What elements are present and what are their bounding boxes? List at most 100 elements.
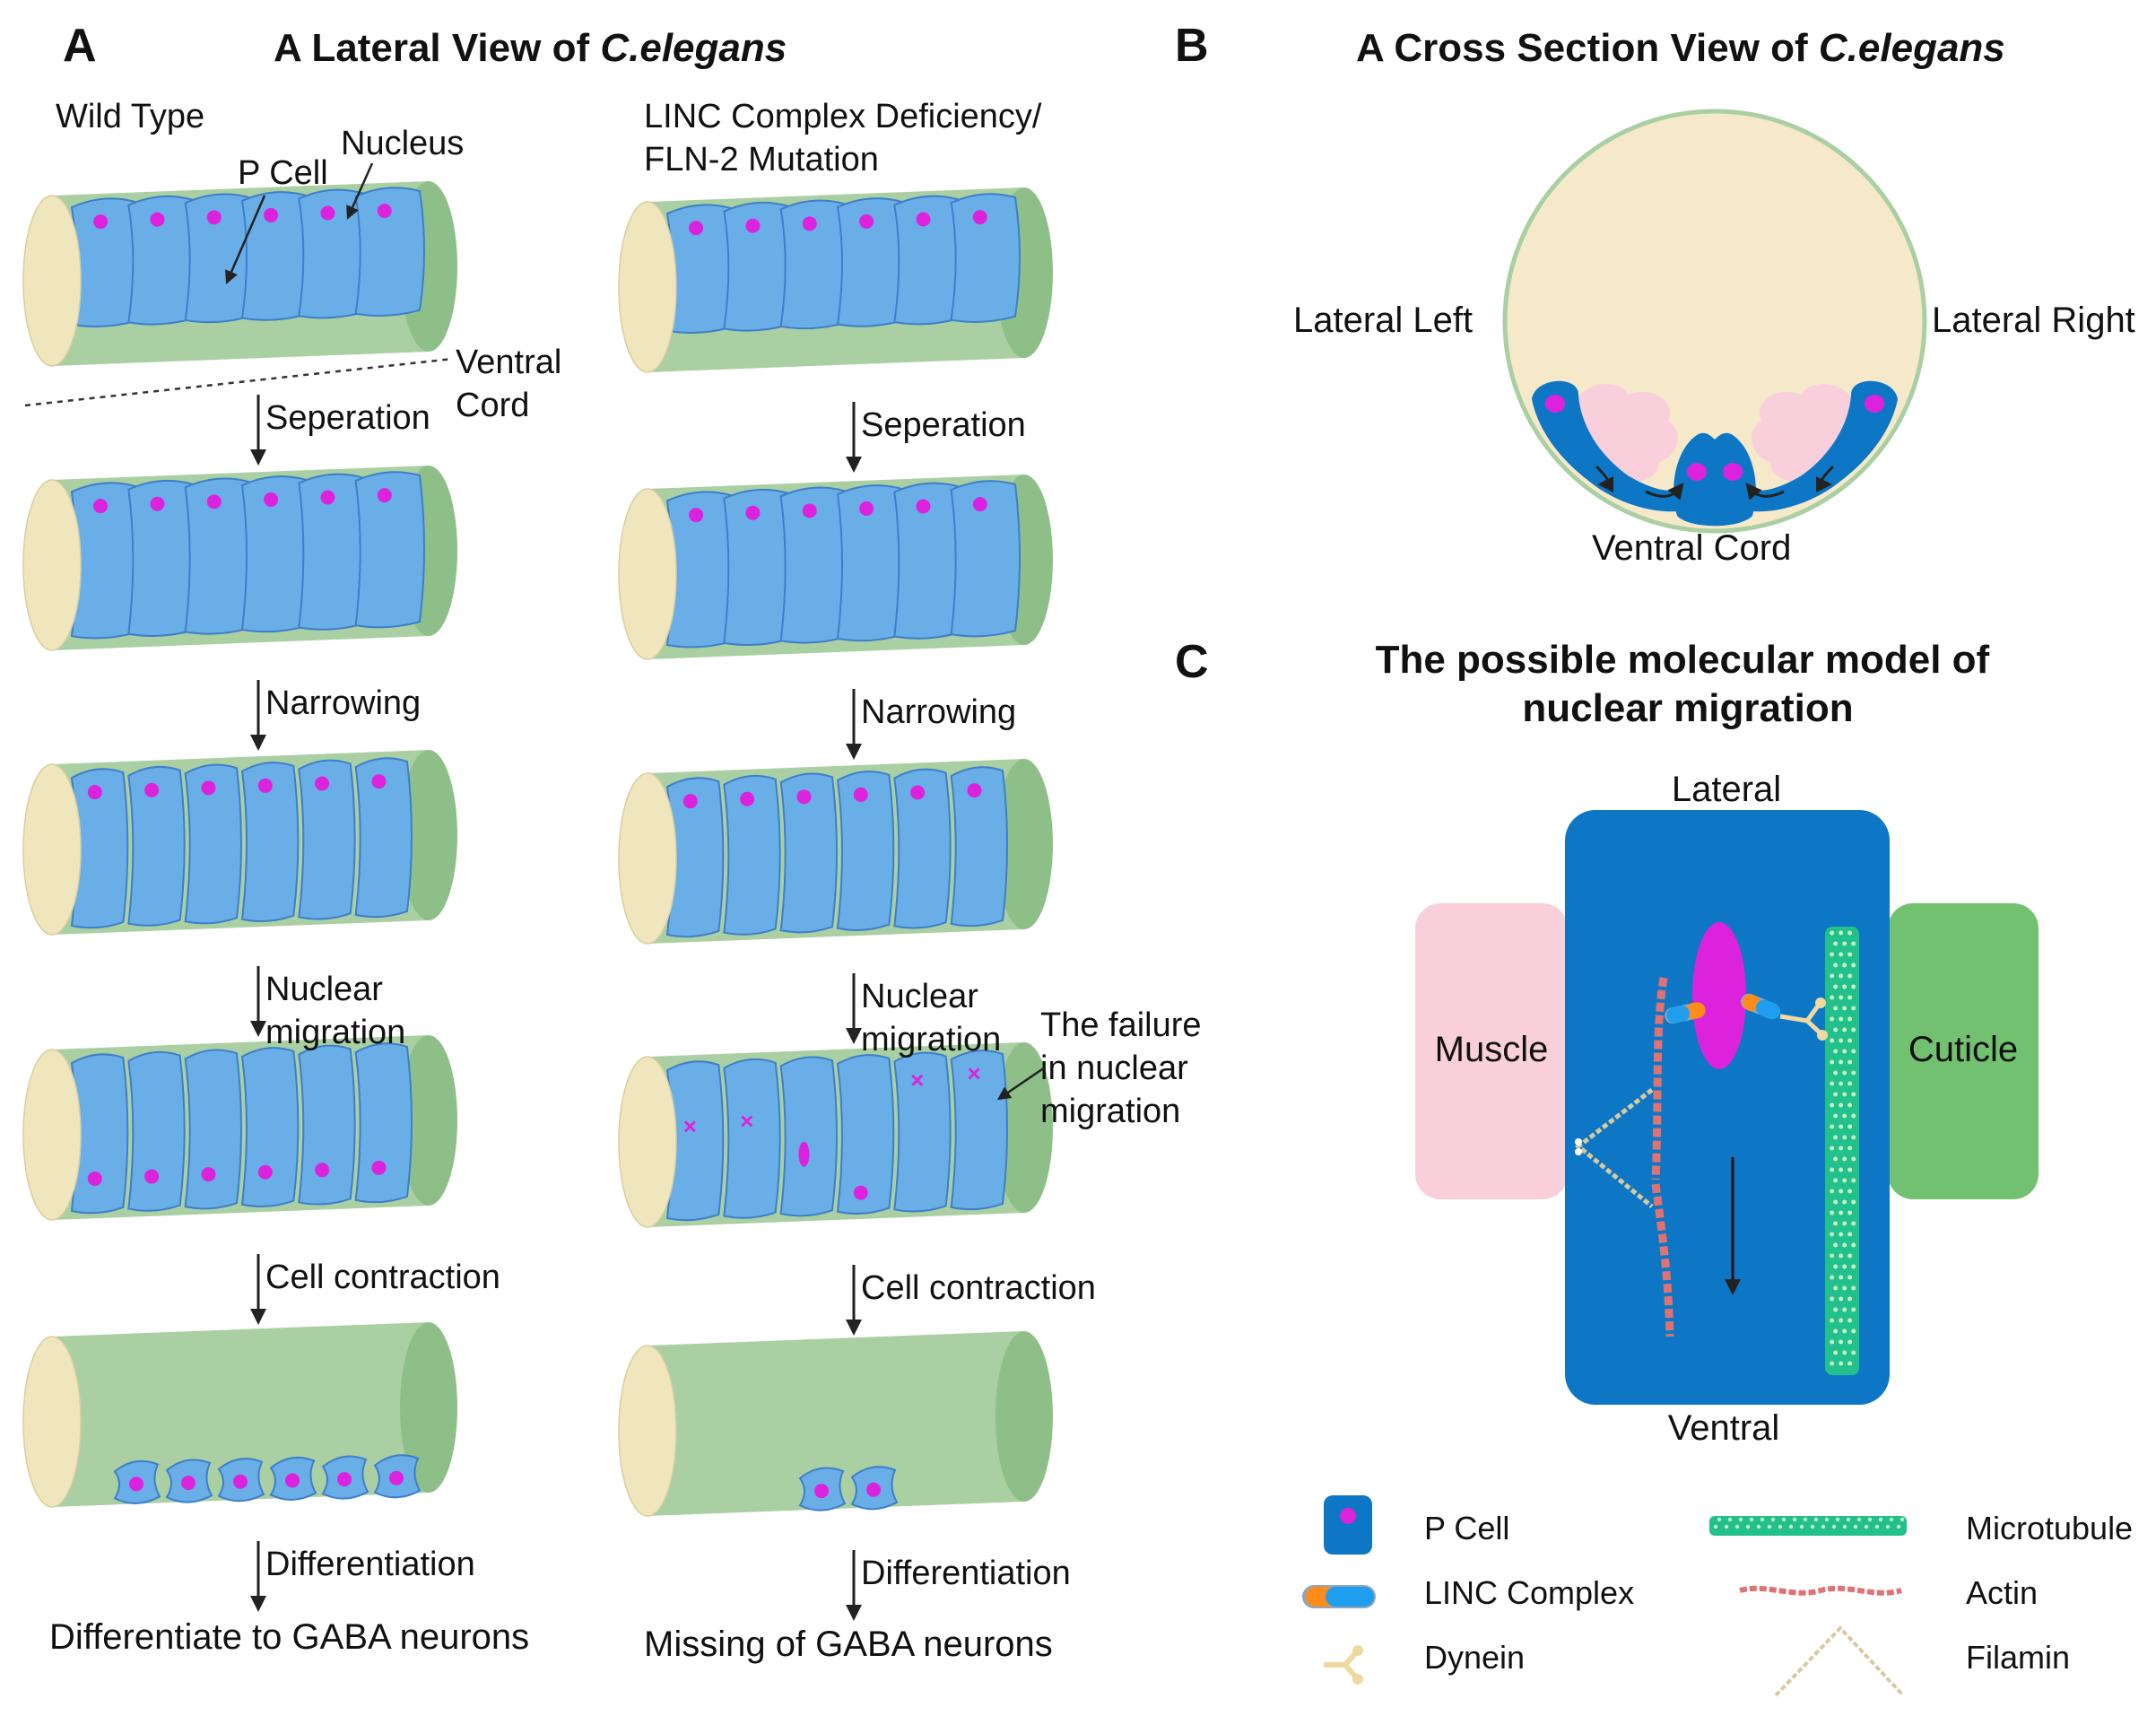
tubulin-dimer	[1856, 1517, 1862, 1522]
tubulin-dimer	[1734, 1524, 1740, 1529]
filamin-strands	[1574, 1088, 1654, 1208]
ventral-cord-b-label: Ventral Cord	[1592, 528, 1791, 568]
tubulin-dimer	[1839, 1339, 1844, 1345]
wild-type-label: Wild Type	[56, 98, 204, 135]
stage-2-cylinder	[22, 466, 457, 651]
stage-1-cylinder	[22, 181, 457, 367]
nucleus-dot	[337, 1472, 352, 1487]
tubulin-dimer	[1851, 1049, 1856, 1054]
linc-complex-right	[1741, 993, 1780, 1020]
tubulin-dimer	[1830, 973, 1835, 979]
cylinder-end-right	[400, 750, 457, 920]
tubulin-dimer	[1839, 1210, 1844, 1215]
tubulin-dimer	[1745, 1524, 1751, 1529]
tubulin-dimer	[1778, 1524, 1783, 1529]
tubulin-dimer	[1847, 1210, 1853, 1215]
nucleus-dot	[866, 1482, 881, 1497]
step-label: Seperation	[265, 399, 430, 437]
tubulin-dimer	[1839, 1081, 1844, 1086]
nucleus-dot	[802, 503, 817, 518]
tubulin-dimer	[1847, 1189, 1853, 1194]
tubulin-dimer	[1842, 1328, 1847, 1334]
ventral-cord-cells	[1674, 432, 1756, 527]
tubulin-dimer	[1781, 1517, 1787, 1522]
tubulin-dimer	[1853, 1524, 1858, 1529]
tubulin-dimer	[1830, 1189, 1835, 1194]
legend-linc-complex-label: LINC Complex	[1424, 1574, 1634, 1611]
tubulin-dimer	[1842, 1006, 1847, 1011]
linc-complex-icon	[1302, 1585, 1376, 1608]
tubulin-dimer	[1842, 1070, 1847, 1076]
tubulin-dimer	[1842, 963, 1847, 968]
cylinder-end-right	[995, 1331, 1053, 1502]
tubulin-dimer	[1847, 1124, 1853, 1129]
tubulin-dimer	[1803, 1517, 1808, 1522]
tubulin-dimer	[1839, 1059, 1844, 1065]
ventral-cord-line	[24, 357, 454, 407]
nucleus-dot	[264, 207, 279, 222]
tubulin-dimer	[1830, 1232, 1835, 1237]
tubulin-dimer	[1851, 984, 1856, 989]
tubulin-dimer	[1830, 1296, 1835, 1302]
tubulin-dimer	[1851, 1328, 1856, 1334]
tubulin-dimer	[1727, 1517, 1733, 1522]
tubulin-dimer	[1824, 1517, 1830, 1522]
nucleus-dot	[129, 1476, 143, 1492]
tubulin-dimer	[1864, 1524, 1869, 1529]
wild-type-outcome: Differentiate to GABA neurons	[49, 1617, 529, 1657]
nucleus-dot	[798, 1141, 810, 1167]
tubulin-dimer	[1847, 1275, 1853, 1280]
cylinder-end-left	[22, 1336, 82, 1508]
tubulin-dimer	[1788, 1524, 1794, 1529]
tubulin-dimer	[1851, 1156, 1856, 1162]
nucleus-dot	[181, 1476, 196, 1491]
tubulin-dimer	[1842, 1113, 1847, 1119]
p-cell	[779, 772, 838, 934]
p-cell	[893, 768, 952, 929]
nucleus-dot	[320, 490, 335, 505]
tubulin-dimer	[1851, 1070, 1856, 1076]
stage-5-cylinder	[618, 1331, 1053, 1517]
p-cell-block	[1565, 810, 1890, 1405]
nucleus-dot	[264, 492, 279, 507]
tubulin-dimer	[1878, 1517, 1883, 1522]
stage-3-cylinder	[22, 750, 457, 936]
p-cell-pointer	[225, 195, 266, 284]
cylinder-end-left	[618, 1056, 677, 1228]
failure-pointer	[996, 1066, 1046, 1101]
step-label: Cell contraction	[861, 1269, 1096, 1307]
tubulin-dimer	[1839, 1318, 1844, 1323]
tubulin-dimer	[1830, 1167, 1835, 1172]
legend-actin-label: Actin	[1966, 1574, 2038, 1611]
p-cell	[184, 1049, 242, 1210]
tubulin-dimer	[1833, 963, 1839, 968]
muscle-label: Muscle	[1435, 1030, 1549, 1069]
tubulin-dimer	[1833, 1178, 1839, 1183]
tubulin-dimer	[1833, 1242, 1839, 1248]
tubulin-dimer	[1839, 930, 1844, 936]
p-cell	[240, 1047, 300, 1207]
tubulin-dimer	[1830, 1275, 1835, 1280]
tubulin-dimer	[1847, 1253, 1853, 1259]
tubulin-dimer	[1851, 1006, 1856, 1011]
tubulin-dimer	[1830, 1038, 1835, 1043]
tubulin-dimer	[1833, 1070, 1839, 1076]
tubulin-dimer	[1830, 1361, 1835, 1366]
tubulin-dimer	[1847, 1081, 1853, 1086]
stage-4-cylinder: ××××	[618, 1042, 1053, 1228]
nucleus-dot	[814, 1484, 829, 1499]
tubulin-dimer	[1839, 1102, 1844, 1108]
nucleus-dot	[859, 501, 874, 516]
tubulin-dimer	[1847, 1038, 1853, 1043]
nucleus-dot	[257, 1164, 273, 1180]
tubulin-dimer	[1842, 941, 1847, 946]
tubulin-dimer	[1813, 1517, 1819, 1522]
filamin-icon	[1774, 1625, 1905, 1697]
nucleus-dot	[967, 783, 982, 798]
tubulin-dimer	[1833, 984, 1839, 989]
tubulin-dimer	[1839, 1189, 1844, 1194]
tubulin-dimer	[1851, 1285, 1856, 1291]
